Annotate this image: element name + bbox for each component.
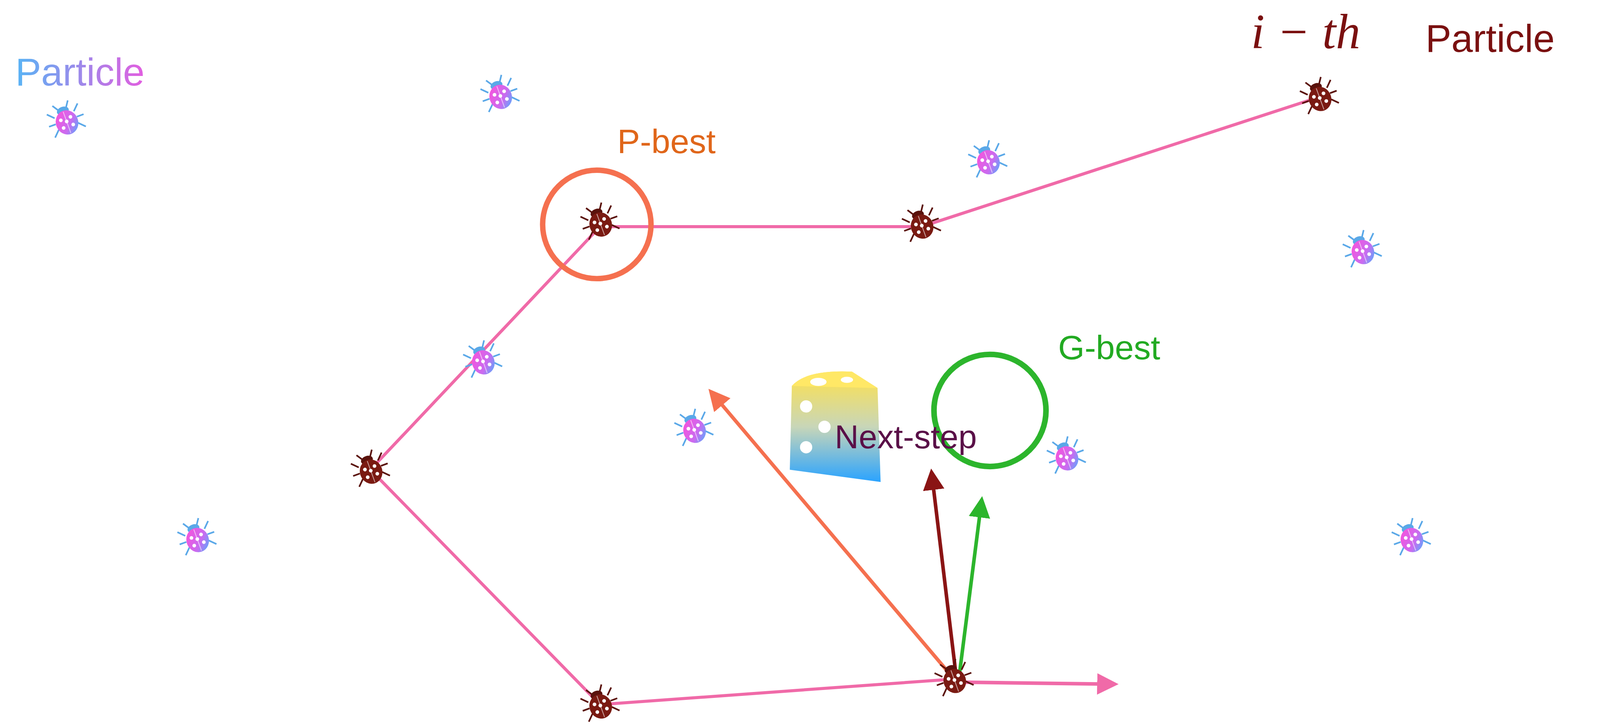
next-step-arrow	[931, 472, 957, 676]
bug-particle	[576, 198, 623, 243]
bug-particle	[576, 680, 623, 724]
bug-particle	[898, 200, 944, 244]
best-circle: P-best	[536, 164, 657, 285]
bug-particle	[459, 336, 505, 381]
bug-particle	[42, 96, 89, 140]
best-label: P-best	[617, 122, 716, 161]
bug-particle	[1042, 432, 1089, 476]
bug-particle	[346, 446, 393, 490]
bug-particle	[964, 136, 1010, 180]
particle-label: Particle	[15, 51, 145, 94]
bug-particle	[930, 655, 977, 699]
ith-math: i − th	[1251, 5, 1361, 59]
circle-outline	[536, 164, 657, 285]
bug-particle	[670, 404, 717, 449]
bug-particle	[173, 514, 220, 558]
velocity-arrow	[954, 681, 1115, 684]
best-label: G-best	[1058, 328, 1161, 367]
bug-particle	[1338, 226, 1385, 270]
bug-particle	[476, 71, 523, 115]
bug-particle	[1387, 514, 1434, 558]
particle-label: Particle	[1425, 17, 1555, 61]
next-step-label: Next-step	[834, 418, 977, 455]
trajectory	[370, 96, 1320, 705]
gbest-arrow	[959, 500, 982, 676]
bug-particle	[1295, 73, 1342, 117]
